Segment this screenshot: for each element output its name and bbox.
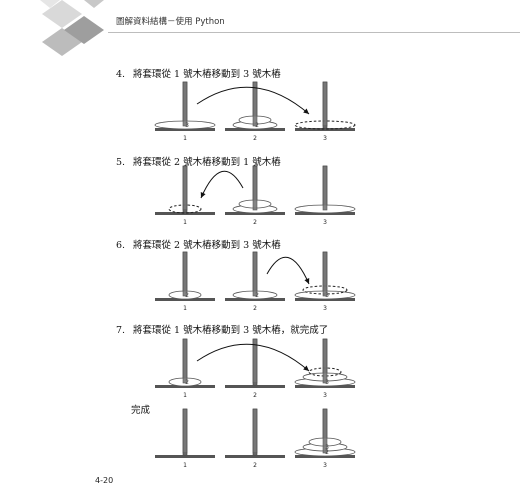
peg-base [155,128,215,131]
peg-rod-front [182,408,188,454]
arrow-head [303,365,309,371]
arrow-head [304,278,310,284]
peg-rod-front [322,81,328,127]
peg-label: 2 [253,462,257,469]
peg-base [295,385,355,388]
peg-rod-front [182,251,188,297]
peg-label: 3 [323,462,327,469]
disc-label: 2 [185,379,189,386]
peg-label: 2 [253,219,257,226]
peg-base [225,298,285,301]
move-arrow [266,256,310,285]
step-4-text: 4. 將套環從 1 號木樁移動到 3 號木樁 [116,69,281,80]
page-number: 4-20 [95,476,114,485]
peg-label: 2 [253,392,257,399]
move-arrow [196,343,310,372]
peg-label: 1 [183,135,187,142]
corner-decoration [40,0,104,56]
disc-label: 2 [255,122,259,129]
peg-rod-front [182,165,188,211]
peg-rod-front [182,81,188,127]
peg-rod-front [322,408,328,454]
peg-label: 3 [323,392,327,399]
done-label: 完成 [131,405,151,416]
peg-rod-front [252,81,258,127]
peg-label: 2 [253,305,257,312]
peg-label: 3 [323,135,327,142]
peg-base [155,385,215,388]
disc-label: 2 [325,449,329,456]
disc-label: 2 [255,292,259,299]
peg-base [225,128,285,131]
move-arrow [200,170,244,199]
peg-base [155,455,215,458]
peg-base [295,212,355,215]
step-6-text: 6. 將套環從 2 號木樁移動到 3 號木樁 [116,240,281,251]
disc-label: 3 [325,292,329,299]
disc-label: 3 [325,444,329,451]
peg-label: 1 [183,305,187,312]
arrow-head [303,108,309,114]
peg-rod-front [252,408,258,454]
peg-base [225,385,285,388]
peg-label: 3 [323,219,327,226]
peg-base [295,455,355,458]
peg-rod-front [322,338,328,384]
peg-rod-front [252,338,258,384]
disc-label: 3 [325,379,329,386]
header-divider [108,32,520,33]
peg-label: 3 [323,305,327,312]
step-5-text: 5. 將套環從 2 號木樁移動到 1 號木樁 [116,157,281,168]
peg-base [295,298,355,301]
peg-label: 1 [183,392,187,399]
peg-base [295,128,355,131]
peg-rod-front [182,338,188,384]
peg-base [225,455,285,458]
disc-label: 3 [185,122,189,129]
peg-rod-front [252,251,258,297]
peg-base [225,212,285,215]
peg-base [155,212,215,215]
peg-label: 1 [183,462,187,469]
arrow-head [200,192,206,198]
peg-label: 2 [253,135,257,142]
step-7-text: 7. 將套環從 1 號木樁移動到 3 號木樁，就完成了 [116,325,329,336]
peg-base [155,298,215,301]
peg-label: 1 [183,219,187,226]
header-title: 圖解資料結構－使用 Python [116,17,225,27]
peg-rod-front [322,251,328,297]
peg-rod-front [322,165,328,211]
peg-rod-front [252,165,258,211]
move-arrow [196,86,310,115]
disc-label: 2 [185,292,189,299]
